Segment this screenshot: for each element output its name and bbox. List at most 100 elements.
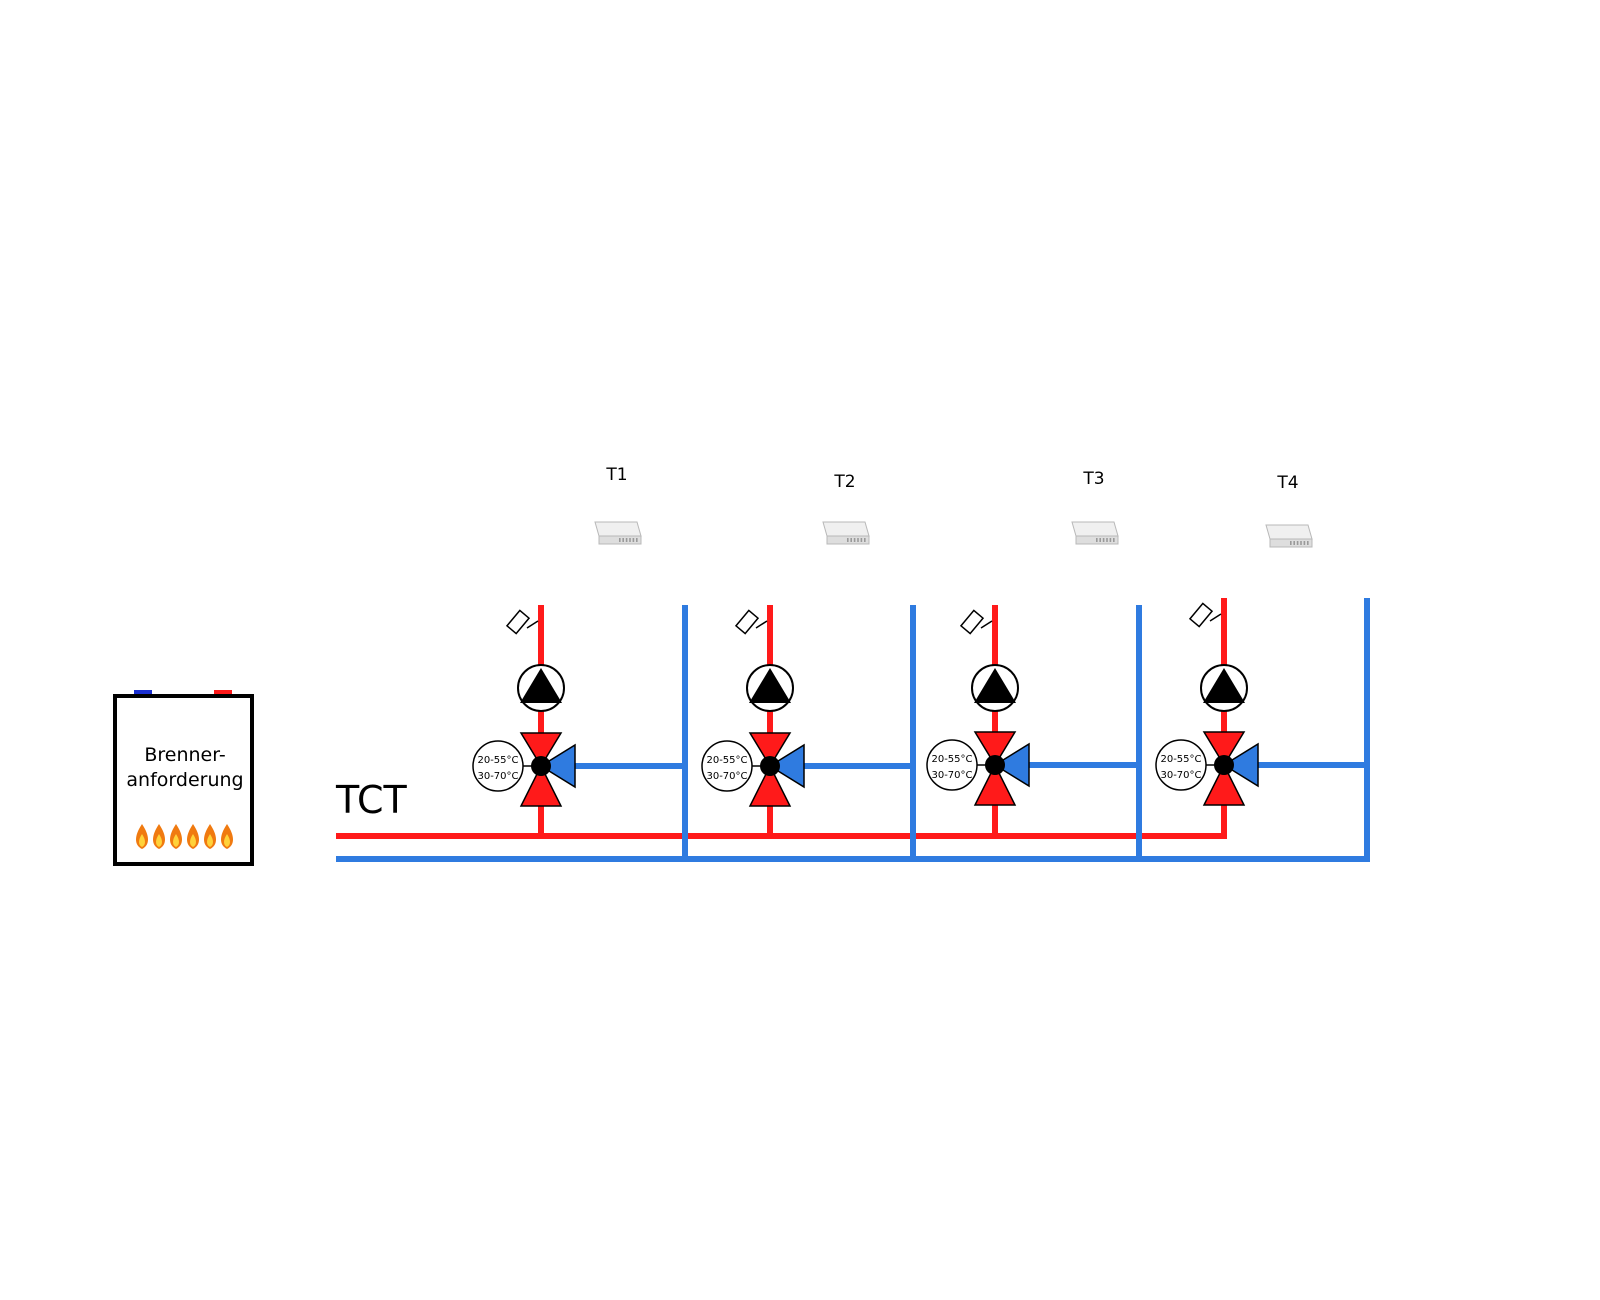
valve-actuator-dial: 20-55°C 30-70°C: [701, 740, 753, 792]
flame-icon: [221, 824, 233, 849]
pipe-network: [336, 833, 1370, 862]
thermostat-vent-slot: [1303, 541, 1306, 545]
flame-inner: [190, 834, 196, 847]
flame-inner: [207, 834, 213, 847]
sensor-stem: [755, 620, 768, 629]
pump-direction-triangle: [974, 668, 1016, 703]
thermostat-vent-slot: [1102, 538, 1105, 542]
sensor-body: [734, 609, 760, 635]
sensor-body: [959, 609, 985, 635]
valve-bottom-port: [973, 763, 1017, 806]
valve-top-port: [973, 731, 1017, 767]
valve-top-port: [748, 732, 792, 768]
range-upper-label: 20-55°C: [931, 754, 972, 765]
heating-circuit-3: 20-55°C 30-70°C T3: [926, 469, 1142, 862]
thermostat-vent-slot: [632, 538, 635, 542]
thermostat-vent-slot: [1293, 541, 1295, 545]
thermostat-vent-slot: [847, 538, 849, 542]
range-upper-label: 20-55°C: [1160, 754, 1201, 765]
thermostat-vent-slot: [1106, 538, 1108, 542]
range-upper-label: 20-55°C: [706, 755, 747, 766]
flame-row: [136, 824, 233, 849]
pump-icon: [971, 664, 1019, 712]
thermostat-vent-slot: [625, 538, 628, 542]
valve-bottom-port: [519, 764, 563, 807]
valve-actuator-dial: 20-55°C 30-70°C: [926, 739, 978, 791]
thermostat-label: T1: [605, 465, 627, 485]
temperature-sensor-icon: [505, 609, 539, 635]
valve-side-port: [1222, 742, 1259, 788]
thermostat-top: [822, 521, 870, 537]
flame-inner: [173, 834, 179, 847]
actuator-dial-circle: [1155, 739, 1207, 791]
actuator-dial-circle: [701, 740, 753, 792]
thermostat-label: T3: [1082, 469, 1104, 489]
boiler-label-line2: anforderung: [126, 769, 243, 791]
thermostat-label: T2: [833, 472, 855, 492]
actuator-dial-circle: [472, 740, 524, 792]
thermostat-vent-slot: [1113, 538, 1115, 542]
thermostat-vent-slot: [853, 538, 856, 542]
flame-icon: [170, 824, 182, 849]
thermostat-vent-slot: [850, 538, 852, 542]
thermostat-vent-slot: [1099, 538, 1101, 542]
thermostat-vent-slot: [622, 538, 624, 542]
valve-spindle: [531, 756, 551, 776]
actuator-dial-circle: [926, 739, 978, 791]
valve-top-port: [1202, 731, 1246, 767]
thermostat-vent-slot: [857, 538, 859, 542]
thermostat-vent-slot: [1307, 541, 1309, 545]
thermostat-top: [1265, 524, 1313, 540]
temperature-sensor-icon: [734, 609, 768, 635]
mixing-valve-icon: [1201, 731, 1259, 806]
valve-side-port: [993, 742, 1030, 788]
sensor-body: [1188, 602, 1214, 628]
heating-circuit-1: 20-55°C30-70°C T1: [472, 465, 688, 862]
room-thermostat-icon: [822, 521, 870, 545]
pump-icon: [1200, 664, 1248, 712]
range-lower-label: 30-70°C: [931, 770, 972, 781]
thermostat-vent-slot: [619, 538, 621, 542]
valve-side-port: [539, 743, 576, 789]
system-label: TCT: [335, 778, 408, 822]
sensor-body: [505, 609, 531, 635]
thermostat-top: [1071, 521, 1119, 537]
temperature-sensor-icon: [959, 609, 993, 635]
thermostat-vent-slot: [1096, 538, 1098, 542]
thermostat-label: T4: [1276, 473, 1298, 493]
valve-actuator-dial: 20-55°C30-70°C: [472, 740, 524, 792]
pump-direction-triangle: [1203, 668, 1245, 703]
pump-icon: [517, 664, 565, 712]
mixing-valve-icon: [747, 732, 805, 807]
range-lower-label: 30-70°C: [477, 771, 518, 782]
sensor-stem: [526, 620, 539, 629]
flame-inner: [224, 834, 230, 847]
sensor-stem: [1209, 613, 1222, 622]
valve-spindle: [1214, 755, 1234, 775]
temperature-sensor-icon: [1188, 602, 1222, 628]
valve-spindle: [985, 755, 1005, 775]
pump-direction-triangle: [749, 668, 791, 703]
mixing-valve-icon: [972, 731, 1030, 806]
thermostat-vent-slot: [1109, 538, 1112, 542]
boiler-icon: Brenner- anforderung: [113, 690, 254, 866]
room-thermostat-icon: [594, 521, 642, 545]
heating-circuit-2: 20-55°C 30-70°C T2: [701, 472, 916, 862]
thermostat-vent-slot: [1296, 541, 1299, 545]
valve-bottom-port: [748, 764, 792, 807]
pump-direction-triangle: [520, 668, 562, 703]
room-thermostat-icon: [1265, 524, 1313, 548]
thermostat-vent-slot: [1300, 541, 1302, 545]
thermostat-vent-slot: [636, 538, 638, 542]
valve-side-port: [768, 743, 805, 789]
flame-icon: [187, 824, 199, 849]
flame-icon: [136, 824, 148, 849]
boiler-label-line1: Brenner-: [144, 744, 225, 766]
thermostat-vent-slot: [860, 538, 863, 542]
range-lower-label: 30-70°C: [706, 771, 747, 782]
sensor-stem: [980, 620, 993, 629]
range-lower-label: 30-70°C: [1160, 770, 1201, 781]
valve-bottom-port: [1202, 763, 1246, 806]
valve-top-port: [519, 732, 563, 768]
